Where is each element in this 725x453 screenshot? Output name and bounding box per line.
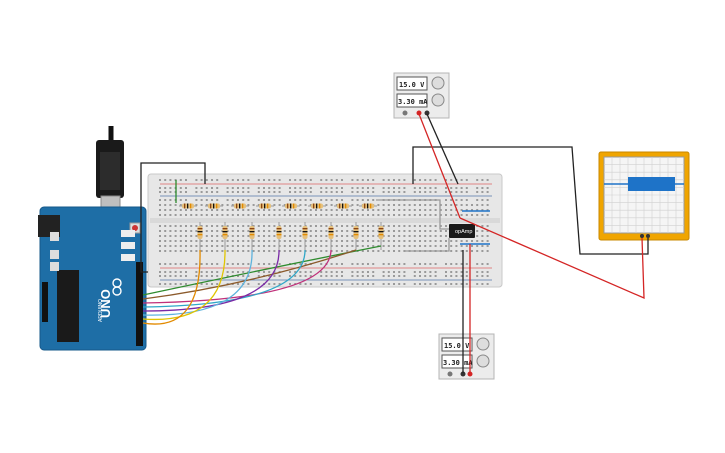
resistor-horizontal[interactable] xyxy=(359,203,377,209)
wire-yellow-d8 xyxy=(142,249,226,321)
resistor-vertical[interactable] xyxy=(197,222,203,250)
wire-red-opamp-out xyxy=(459,217,645,300)
resistor-horizontal[interactable] xyxy=(231,203,249,209)
psu-bottom-terminal-neg[interactable] xyxy=(460,371,466,377)
wire-black-top-left xyxy=(140,162,206,273)
psu-bottom-voltage-knob[interactable] xyxy=(476,337,490,351)
resistor-horizontal[interactable] xyxy=(334,203,352,209)
arduino-uno[interactable]: UNO ARDUINO xyxy=(38,126,147,351)
atmega-chip xyxy=(57,270,79,342)
resistor-horizontal[interactable] xyxy=(256,203,274,209)
wire-black-osc-gnd xyxy=(412,146,649,255)
wires[interactable] xyxy=(140,113,649,373)
wire-magenta-d4 xyxy=(142,249,332,304)
resistor-ladder[interactable] xyxy=(179,203,384,251)
analog-header[interactable] xyxy=(42,282,48,322)
digital-header[interactable] xyxy=(136,262,143,346)
opamp-label: opAmp xyxy=(455,229,472,235)
resistor-vertical[interactable] xyxy=(328,222,334,250)
resistor-horizontal[interactable] xyxy=(282,203,300,209)
resistor-vertical[interactable] xyxy=(302,222,308,250)
psu-bottom-current-knob[interactable] xyxy=(476,354,490,368)
wire-cyan-d5 xyxy=(142,249,306,308)
wire-black-psu-top xyxy=(426,113,459,185)
arduino-brand-label: ARDUINO xyxy=(98,299,104,322)
psu-bottom-current: 3.30 mA xyxy=(443,359,473,367)
psu-top-voltage: 15.0 V xyxy=(399,81,425,89)
psu-top-current: 3.30 mA xyxy=(398,98,428,106)
psu-top-terminal-gnd[interactable] xyxy=(402,110,408,116)
dc-jack xyxy=(38,215,60,237)
resistor-horizontal[interactable] xyxy=(179,203,197,209)
psu-bottom-terminal-pos[interactable] xyxy=(467,371,473,377)
psu-bottom-voltage: 15.0 V xyxy=(444,342,470,350)
wire-gray-opamp-in xyxy=(376,199,449,230)
wire-gray-opamp-gnd xyxy=(404,238,450,252)
oscilloscope-ground-terminal[interactable] xyxy=(646,234,650,238)
arduino-logo-icon xyxy=(112,278,122,296)
opamp-chip[interactable]: opAmp xyxy=(449,210,490,245)
resistor-horizontal[interactable] xyxy=(308,203,326,209)
oscilloscope-probe-terminal[interactable] xyxy=(640,234,644,238)
resistor-vertical[interactable] xyxy=(353,222,359,250)
resistor-vertical[interactable] xyxy=(276,222,282,250)
wire-lightblue-d7 xyxy=(142,249,253,316)
wire-orange-d9 xyxy=(142,249,201,325)
psu-top-terminal-pos[interactable] xyxy=(416,110,422,116)
psu-top-current-knob[interactable] xyxy=(431,93,445,107)
oscilloscope[interactable] xyxy=(598,151,690,241)
psu-top-terminal-neg[interactable] xyxy=(424,110,430,116)
oscilloscope-trace xyxy=(628,177,675,191)
resistor-vertical[interactable] xyxy=(249,222,255,250)
psu-top-voltage-knob[interactable] xyxy=(431,76,445,90)
resistor-vertical[interactable] xyxy=(222,222,228,250)
psu-bottom-terminal-gnd[interactable] xyxy=(447,371,453,377)
resistor-horizontal[interactable] xyxy=(205,203,223,209)
power-supply-bottom[interactable]: 15.0 V 3.30 mA xyxy=(438,333,495,380)
arduino-model-label: UNO xyxy=(98,289,113,318)
resistor-vertical[interactable] xyxy=(378,222,384,250)
wire-purple-d6 xyxy=(142,249,280,312)
oscilloscope-grid xyxy=(604,157,684,233)
wire-red-psu-top xyxy=(418,113,461,219)
power-supply-top[interactable]: 15.0 V 3.30 mA xyxy=(393,72,450,119)
